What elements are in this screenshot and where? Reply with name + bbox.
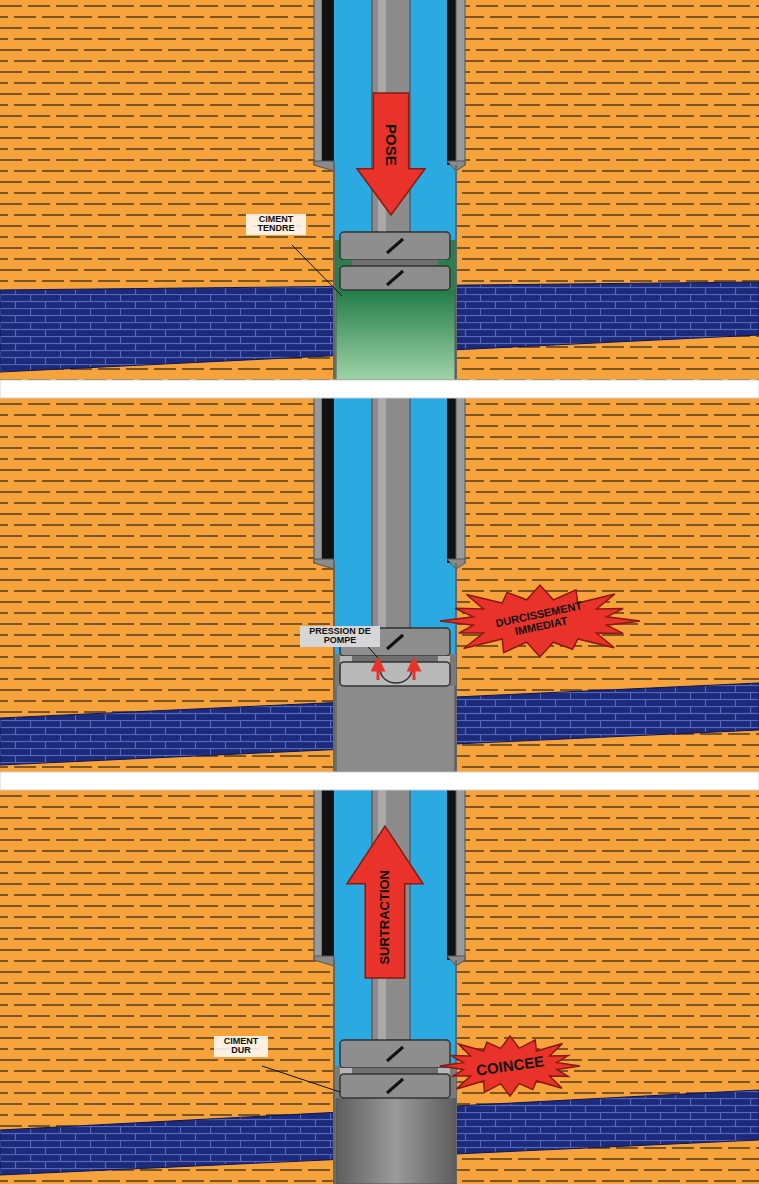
casing-shoe bbox=[314, 161, 334, 171]
casing-wall bbox=[314, 790, 322, 960]
packer-element bbox=[340, 662, 450, 686]
casing-wall bbox=[456, 398, 465, 563]
slip-mark bbox=[387, 1079, 403, 1093]
pressure-arrow bbox=[377, 664, 380, 680]
annotation-label: PRESSION DE POMPE bbox=[300, 626, 380, 647]
packer-element bbox=[340, 266, 450, 290]
leader-line bbox=[262, 1066, 340, 1092]
casing-wall bbox=[447, 790, 456, 960]
pressure-flow bbox=[380, 668, 412, 683]
callout-text: POSE bbox=[383, 124, 399, 166]
panel-separator bbox=[0, 380, 759, 398]
casing-wall bbox=[314, 398, 322, 563]
casing-wall bbox=[322, 0, 334, 165]
pressure-arrow bbox=[413, 664, 416, 680]
arrow-shape bbox=[357, 93, 425, 215]
tool-mandrel bbox=[352, 1068, 438, 1074]
tool-ring bbox=[438, 656, 450, 662]
casing-wall bbox=[447, 398, 456, 563]
pipe-highlight bbox=[378, 398, 386, 628]
hole-wall bbox=[333, 563, 335, 772]
burst-shape bbox=[440, 585, 640, 657]
tool-ring bbox=[438, 260, 450, 266]
tool-mandrel bbox=[352, 656, 438, 662]
casing-shoe bbox=[314, 559, 334, 569]
hole-wall bbox=[333, 165, 335, 380]
casing-shoe bbox=[314, 956, 334, 966]
callout-burst: DURCISSEMENT IMMEDIAT bbox=[440, 585, 640, 657]
casing-wall bbox=[322, 790, 334, 960]
tool-ring bbox=[340, 260, 352, 266]
slip-mark bbox=[387, 239, 403, 253]
tool-ring bbox=[340, 656, 352, 662]
annotation-label: CIMENT DUR bbox=[214, 1036, 268, 1057]
motion-arrow: POSE bbox=[357, 93, 425, 215]
leader-line bbox=[292, 245, 342, 296]
well-panel bbox=[0, 398, 759, 772]
cement-plug bbox=[336, 1096, 455, 1184]
annotation-label: CIMENT TENDRE bbox=[246, 214, 306, 235]
panel-separator bbox=[0, 772, 759, 790]
slip-mark bbox=[387, 1047, 403, 1061]
packer-element bbox=[340, 1074, 450, 1098]
casing-wall bbox=[322, 398, 334, 563]
slip-mark bbox=[387, 271, 403, 285]
well-panel bbox=[0, 790, 759, 1184]
arrow-shape bbox=[347, 826, 423, 978]
callout-burst: COINCEE bbox=[440, 1036, 580, 1096]
casing-wall bbox=[447, 0, 456, 165]
packer-element bbox=[340, 1040, 450, 1068]
drill-pipe bbox=[372, 398, 410, 628]
motion-arrow: SURTRACTION bbox=[347, 826, 423, 978]
casing-wall bbox=[456, 790, 465, 960]
casing-wall bbox=[456, 0, 465, 165]
packer-element bbox=[340, 232, 450, 260]
cement-plug bbox=[336, 684, 455, 772]
cement-plug bbox=[336, 288, 455, 380]
hole-wall bbox=[333, 960, 335, 1184]
slip-mark bbox=[387, 635, 403, 649]
casing-wall bbox=[314, 0, 322, 165]
tool-ring bbox=[340, 1068, 352, 1074]
callout-text: SURTRACTION bbox=[378, 870, 392, 965]
tool-mandrel bbox=[352, 260, 438, 266]
tool-ring bbox=[438, 1068, 450, 1074]
well-panel bbox=[0, 0, 759, 380]
burst-shape bbox=[440, 1036, 580, 1096]
